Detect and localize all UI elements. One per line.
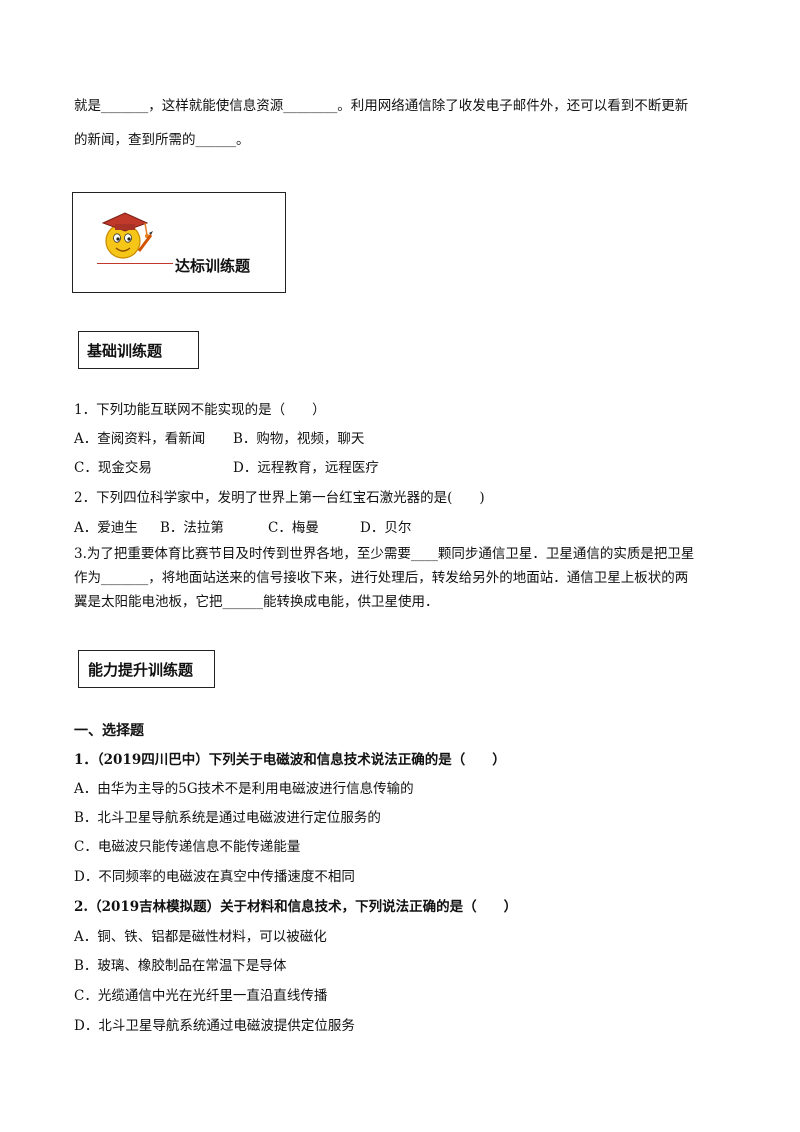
basic-q2-option-b: B．法拉第 bbox=[160, 520, 224, 536]
advanced-q2-stem: 2.（2019吉林模拟题）关于材料和信息技术，下列说法正确的是（ ） bbox=[74, 899, 518, 915]
basic-heading: 基础训练题 bbox=[87, 342, 163, 360]
advanced-heading: 能力提升训练题 bbox=[88, 661, 194, 679]
basic-heading-box: 基础训练题 bbox=[78, 331, 199, 369]
basic-q1-option-b: B．购物，视频，聊天 bbox=[233, 431, 365, 447]
basic-q1-stem: 1．下列功能互联网不能实现的是（ ） bbox=[74, 402, 326, 418]
basic-q2-option-a: A．爱迪生 bbox=[74, 520, 138, 536]
basic-q2-option-d: D．贝尔 bbox=[360, 520, 412, 536]
banner-box: 达标训练题 bbox=[72, 192, 286, 293]
banner-title: 达标训练题 bbox=[175, 257, 251, 275]
basic-q1-option-d: D．远程教育，远程医疗 bbox=[233, 460, 379, 476]
advanced-q1-option-d: D．不同频率的电磁波在真空中传播速度不相同 bbox=[74, 869, 355, 885]
basic-q1-option-c: C．现金交易 bbox=[74, 460, 152, 476]
basic-q3-line-1: 3.为了把重要体育比赛节目及时传到世界各地，至少需要____颗同步通信卫星．卫星… bbox=[74, 546, 695, 562]
basic-q3-line-2: 作为_______，将地面站送来的信号接收下来，进行处理后，转发给另外的地面站．… bbox=[74, 570, 689, 586]
advanced-q2-option-c: C．光缆通信中光在光纤里一直沿直线传播 bbox=[74, 988, 328, 1004]
advanced-q1-option-a: A．由华为主导的5G技术不是利用电磁波进行信息传输的 bbox=[74, 781, 414, 797]
basic-q2-option-c: C．梅曼 bbox=[268, 520, 319, 536]
graduate-mascot-icon bbox=[101, 212, 153, 259]
advanced-q1-stem: 1．（2019四川巴中）下列关于电磁波和信息技术说法正确的是（ ） bbox=[74, 752, 506, 768]
advanced-q1-option-b: B．北斗卫星导航系统是通过电磁波进行定位服务的 bbox=[74, 810, 381, 826]
section-heading-choice: 一、选择题 bbox=[74, 723, 144, 739]
advanced-q2-option-b: B．玻璃、橡胶制品在常温下是导体 bbox=[74, 958, 287, 974]
basic-q3-line-3: 翼是太阳能电池板，它把______能转换成电能，供卫星使用． bbox=[74, 594, 439, 610]
banner-underline bbox=[97, 263, 173, 264]
basic-q1-option-a: A．查阅资料，看新闻 bbox=[74, 431, 206, 447]
intro-line-1: 就是_______，这样就能使信息资源________。利用网络通信除了收发电子… bbox=[74, 98, 689, 114]
advanced-heading-box: 能力提升训练题 bbox=[78, 650, 215, 688]
basic-q2-stem: 2．下列四位科学家中，发明了世界上第一台红宝石激光器的是( ) bbox=[74, 490, 485, 506]
advanced-q2-option-d: D．北斗卫星导航系统通过电磁波提供定位服务 bbox=[74, 1018, 355, 1034]
intro-line-2: 的新闻，查到所需的______。 bbox=[74, 132, 250, 148]
advanced-q2-option-a: A．铜、铁、铝都是磁性材料，可以被磁化 bbox=[74, 929, 327, 945]
advanced-q1-option-c: C．电磁波只能传递信息不能传递能量 bbox=[74, 839, 301, 855]
